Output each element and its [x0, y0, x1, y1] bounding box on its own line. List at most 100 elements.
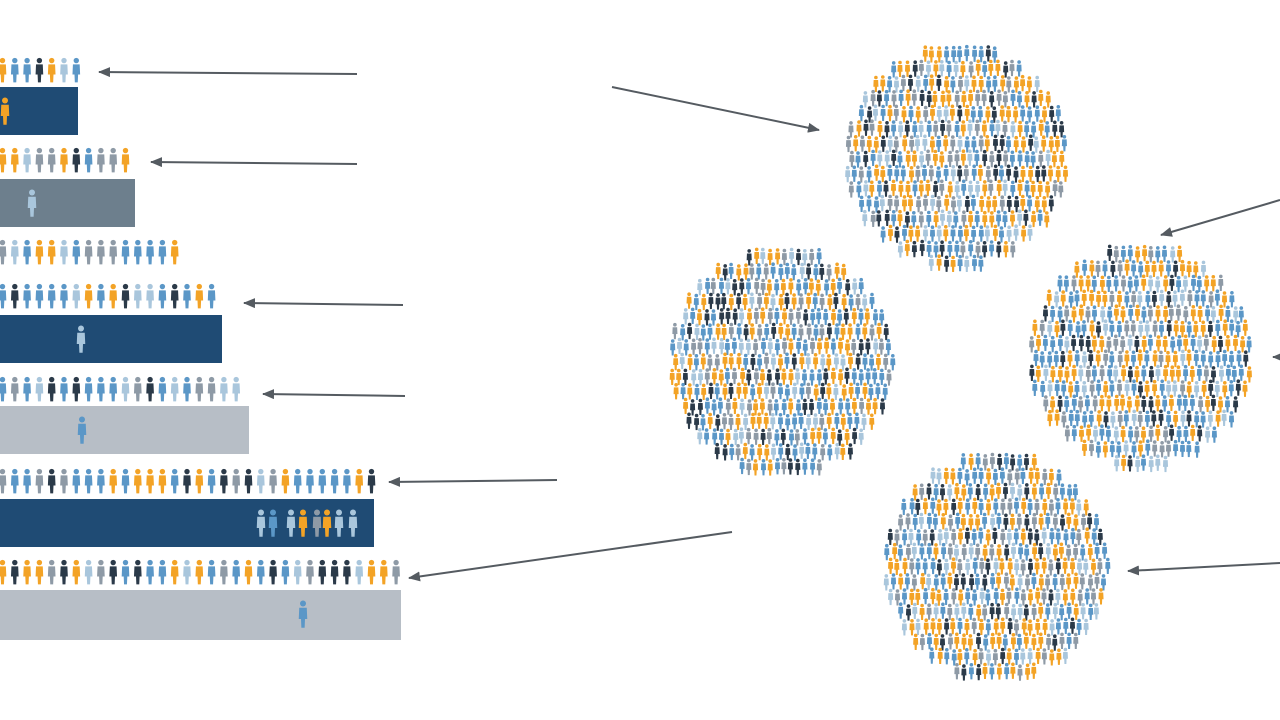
person-icon	[1041, 135, 1047, 152]
person-icon	[742, 382, 748, 400]
person-icon	[947, 633, 954, 650]
person-icon	[905, 543, 911, 561]
person-icon	[1175, 365, 1181, 382]
person-icon	[951, 45, 957, 63]
person-icon	[1151, 290, 1157, 308]
person-icon	[691, 369, 697, 386]
person-icon	[784, 352, 790, 369]
person-icon	[1137, 349, 1143, 366]
person-icon	[894, 165, 900, 182]
person-icon	[950, 617, 956, 635]
person-icon	[1096, 410, 1102, 427]
person-icon	[1183, 306, 1189, 323]
person-icon	[1073, 632, 1079, 650]
person-icon	[10, 283, 19, 309]
person-icon	[743, 353, 749, 371]
person-icon	[858, 104, 864, 122]
person-icon	[220, 376, 228, 402]
person-icon	[1013, 106, 1019, 123]
person-icon	[1131, 290, 1137, 308]
person-icon	[1006, 648, 1012, 665]
person-icon	[232, 376, 241, 402]
person-icon	[1014, 468, 1020, 485]
person-icon	[704, 309, 710, 326]
person-icon	[915, 106, 921, 123]
person-icon	[753, 428, 759, 445]
person-icon	[781, 368, 787, 385]
person-icon	[679, 352, 685, 370]
person-icon	[820, 354, 826, 371]
person-icon	[936, 589, 942, 606]
person-icon	[813, 263, 819, 281]
person-icon	[897, 544, 903, 561]
person-icon	[887, 135, 893, 152]
person-icon	[964, 195, 970, 213]
person-icon	[930, 467, 936, 484]
person-icon	[1055, 558, 1061, 575]
person-icon	[859, 135, 865, 152]
person-icon	[1029, 336, 1035, 353]
person-icon	[936, 46, 942, 63]
person-icon	[700, 414, 706, 431]
person-icon	[1197, 335, 1203, 352]
person-icon	[133, 559, 142, 585]
person-icon	[901, 224, 908, 242]
person-icon	[60, 147, 68, 173]
person-icon	[794, 429, 800, 446]
person-icon	[985, 619, 991, 636]
person-icon	[805, 442, 811, 460]
person-icon	[1095, 260, 1101, 277]
person-icon	[1151, 260, 1157, 278]
person-icon	[851, 338, 857, 356]
person-icon	[830, 367, 836, 384]
person-icon	[10, 239, 19, 265]
person-icon	[732, 397, 738, 415]
person-icon	[1013, 648, 1020, 665]
person-icon	[919, 543, 925, 560]
person-icon	[767, 248, 773, 266]
person-icon	[877, 150, 883, 167]
person-icon	[847, 443, 853, 460]
person-icon	[982, 210, 988, 228]
person-icon	[121, 468, 130, 494]
person-icon	[1197, 305, 1203, 322]
person-icon	[908, 528, 914, 546]
person-icon	[1127, 334, 1133, 351]
person-icon	[904, 239, 910, 257]
person-icon	[1060, 350, 1066, 368]
person-icon	[704, 397, 710, 414]
person-icon	[673, 353, 679, 371]
person-icon	[1024, 514, 1030, 531]
person-icon	[932, 90, 938, 108]
person-icon	[1131, 409, 1137, 426]
person-icon	[925, 60, 932, 77]
person-icon	[84, 559, 93, 585]
person-icon	[1238, 364, 1244, 381]
person-icon	[944, 76, 950, 93]
person-icon	[1096, 290, 1102, 308]
person-icon	[1038, 119, 1044, 136]
person-icon	[1203, 334, 1209, 351]
person-icon	[816, 369, 822, 386]
person-icon	[133, 468, 142, 494]
person-icon	[960, 60, 966, 78]
person-icon	[943, 588, 949, 605]
person-icon	[781, 308, 788, 325]
person-icon	[1009, 59, 1015, 77]
person-icon	[978, 225, 984, 242]
person-icon	[873, 196, 880, 213]
person-icon	[788, 429, 795, 446]
person-icon	[1116, 290, 1123, 307]
person-icon	[939, 209, 946, 226]
person-icon	[1014, 558, 1020, 576]
person-icon	[935, 166, 942, 183]
person-icon	[1168, 394, 1174, 411]
person-icon	[840, 323, 846, 340]
person-icon	[968, 89, 974, 106]
person-icon	[1027, 528, 1033, 545]
person-icon	[1017, 603, 1023, 620]
person-icon	[722, 383, 728, 400]
person-icon	[884, 121, 890, 138]
person-icon	[824, 337, 830, 354]
person-icon	[697, 278, 703, 296]
